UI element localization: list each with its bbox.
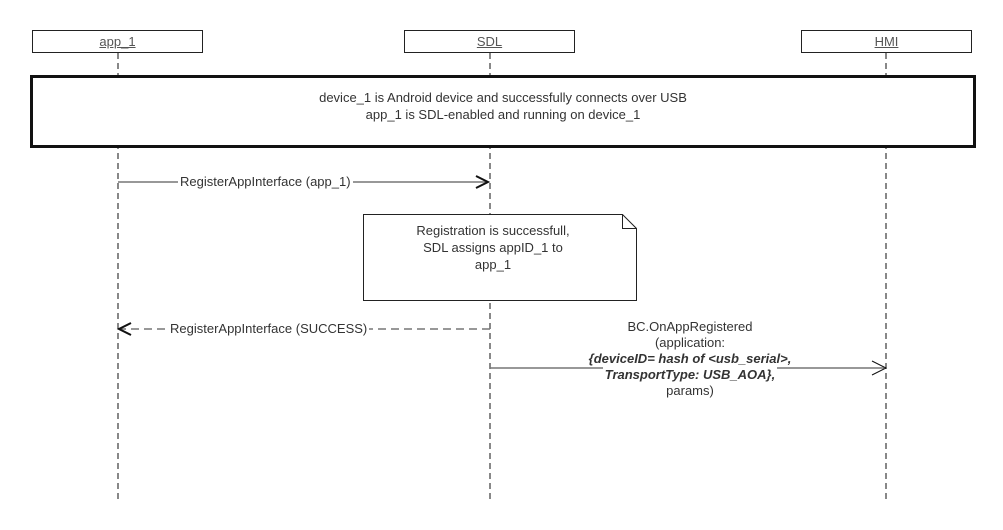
participant-hmi[interactable]: HMI <box>801 30 972 53</box>
note-line: Registration is successfull, <box>416 223 570 238</box>
note-line: SDL assigns appID_1 to <box>423 240 563 255</box>
frame-line: device_1 is Android device and successfu… <box>319 89 687 105</box>
message-3-label-line: {deviceID= hash of <usb_serial>, <box>586 351 794 366</box>
participant-label: HMI <box>874 34 899 49</box>
message-1-label: RegisterAppInterface (app_1) <box>178 173 353 190</box>
message-3-label: BC.OnAppRegistered (application: {device… <box>540 319 840 399</box>
note-shape <box>363 214 637 301</box>
message-3-label-line: params) <box>664 383 716 398</box>
precondition-frame: device_1 is Android device and successfu… <box>30 75 976 148</box>
message-3-arrowhead <box>871 360 888 376</box>
participant-sdl[interactable]: SDL <box>404 30 575 53</box>
note-fold-corner <box>622 214 637 229</box>
note-text: Registration is successfull, SDL assigns… <box>363 222 623 273</box>
participant-label: SDL <box>476 34 503 49</box>
note-line: app_1 <box>474 257 512 272</box>
message-3-label-line: (application: <box>652 335 728 350</box>
message-3-label-line: BC.OnAppRegistered <box>625 319 755 334</box>
participant-label: app_1 <box>99 34 136 49</box>
participant-app_1[interactable]: app_1 <box>32 30 203 53</box>
message-3-label-line: TransportType: USB_AOA}, <box>602 367 778 382</box>
frame-line: app_1 is SDL-enabled and running on devi… <box>365 106 641 122</box>
message-1-arrowhead <box>475 175 491 189</box>
message-2-label: RegisterAppInterface (SUCCESS) <box>168 320 370 337</box>
message-2-arrowhead <box>116 322 132 336</box>
